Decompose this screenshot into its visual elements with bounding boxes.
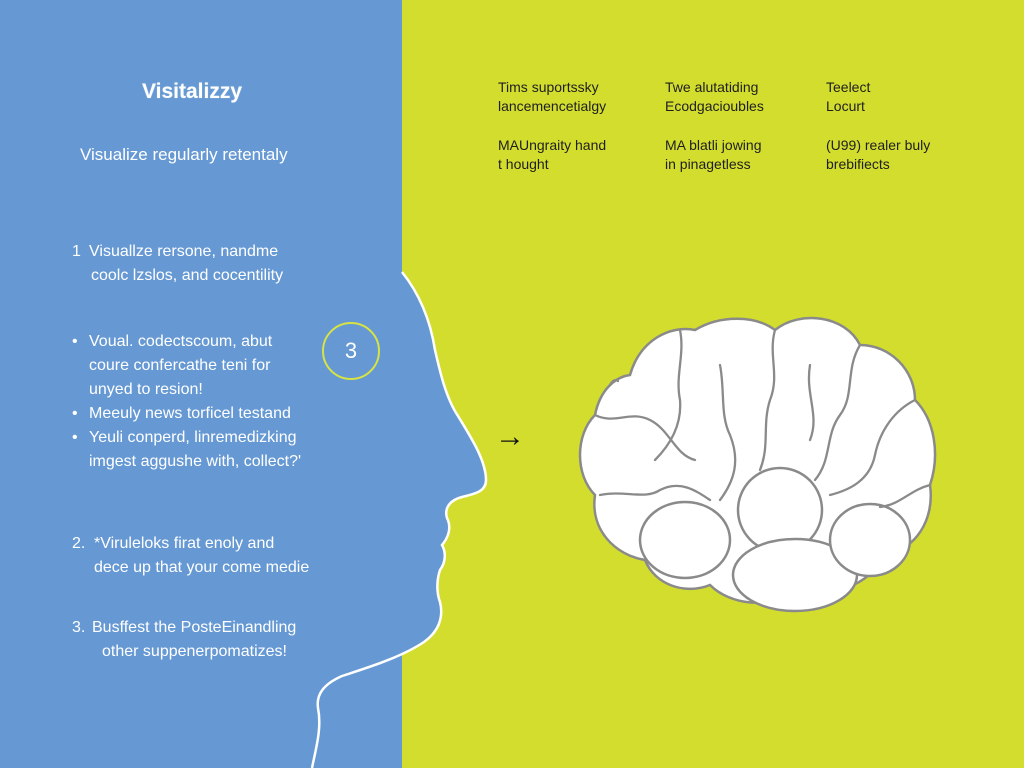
note-3: Teelect Locurt [826, 78, 870, 116]
note-line: MA blatli jowing [665, 137, 762, 153]
note-line: lancemencetialgy [498, 98, 607, 114]
brain-fold [598, 484, 712, 502]
note-2: Twe alutatiding Ecodgacioubles [665, 78, 764, 116]
note-6: (U99) realer buly brebifiects [826, 136, 930, 174]
list-item-line: Voual. codectscoum, abut [89, 333, 273, 350]
note-line: in pinagetless [665, 156, 751, 172]
list-item-line: dece up that your come medie [94, 559, 310, 576]
list-item-line: Busffest the PosteEinandling [92, 619, 297, 636]
step-number-badge: 3 [322, 322, 380, 380]
arrow-right-icon: → [495, 420, 525, 453]
note-line: Teelect [826, 79, 871, 95]
panel-subtitle: Visualize regularly retentaly [80, 145, 288, 164]
list-item-line: other suppenerpomatizes! [102, 643, 287, 660]
list-item-line: *Viruleloks firat enoly and [94, 535, 275, 552]
note-line: Twe alutatiding [665, 79, 759, 95]
list-item-line: coolc lzslos, and cocentility [91, 267, 284, 284]
note-line: (U99) realer buly [826, 137, 931, 153]
list-marker: 2. [72, 535, 86, 552]
note-line: t hought [498, 156, 549, 172]
brain-fold [813, 343, 862, 482]
brain-fold [593, 413, 697, 462]
head-profile-fill [312, 272, 486, 768]
list-marker: 3. [72, 619, 86, 636]
note-line: Ecodgacioubles [665, 98, 764, 114]
brain-fold [758, 328, 777, 472]
note-1: Tims suportssky lancemencetialgy [498, 78, 606, 116]
list-marker: 1 [72, 243, 81, 260]
list-marker: • [72, 405, 78, 422]
head-profile-outline [310, 271, 488, 768]
list-item-6: 3. Busffest the PosteEinandling other su… [72, 616, 296, 664]
note-4: MAUngraity hand t hought [498, 136, 606, 174]
list-item-2: • Voual. codectscoum, abut coure conferc… [72, 330, 272, 402]
brain-fold [828, 398, 917, 497]
list-marker: • [72, 333, 78, 350]
brain-fold [878, 483, 932, 509]
list-item-line: Visuallze rersone, nandme [89, 243, 279, 260]
note-5: MA blatli jowing in pinagetless [665, 136, 762, 174]
list-item-4: • Yeuli conperd, linremedizking imgest a… [72, 426, 301, 474]
brain-fold [653, 328, 683, 462]
brain-fold [718, 363, 737, 502]
panel-title: Visitalizzy [142, 80, 242, 103]
brain-fold [807, 363, 815, 442]
list-item-line: Yeuli conperd, linremedizking [89, 429, 297, 446]
list-item-line: imgest aggushe with, collect?' [89, 453, 302, 470]
list-item-5: 2. *Viruleloks firat enoly and dece up t… [72, 532, 309, 580]
list-item-line: Meeuly news torficel testand [89, 405, 291, 422]
left-panel [0, 0, 402, 768]
list-item-1: 1 Visuallze rersone, nandme coolc lzslos… [72, 240, 283, 288]
note-line: Tims suportssky [498, 79, 599, 95]
list-item-line: coure confercathe teni for [89, 357, 271, 374]
brain-lobe-temporal [638, 500, 732, 580]
note-line: brebifiects [826, 156, 890, 172]
brain-illustration [578, 316, 937, 613]
brain-fold [608, 379, 620, 387]
note-line: Locurt [826, 98, 865, 114]
list-marker: • [72, 429, 78, 446]
list-item-3: • Meeuly news torficel testand [72, 402, 291, 426]
note-line: MAUngraity hand [498, 137, 607, 153]
list-item-line: unyed to resion! [89, 381, 203, 398]
brain-lobe-occipital [828, 502, 912, 578]
